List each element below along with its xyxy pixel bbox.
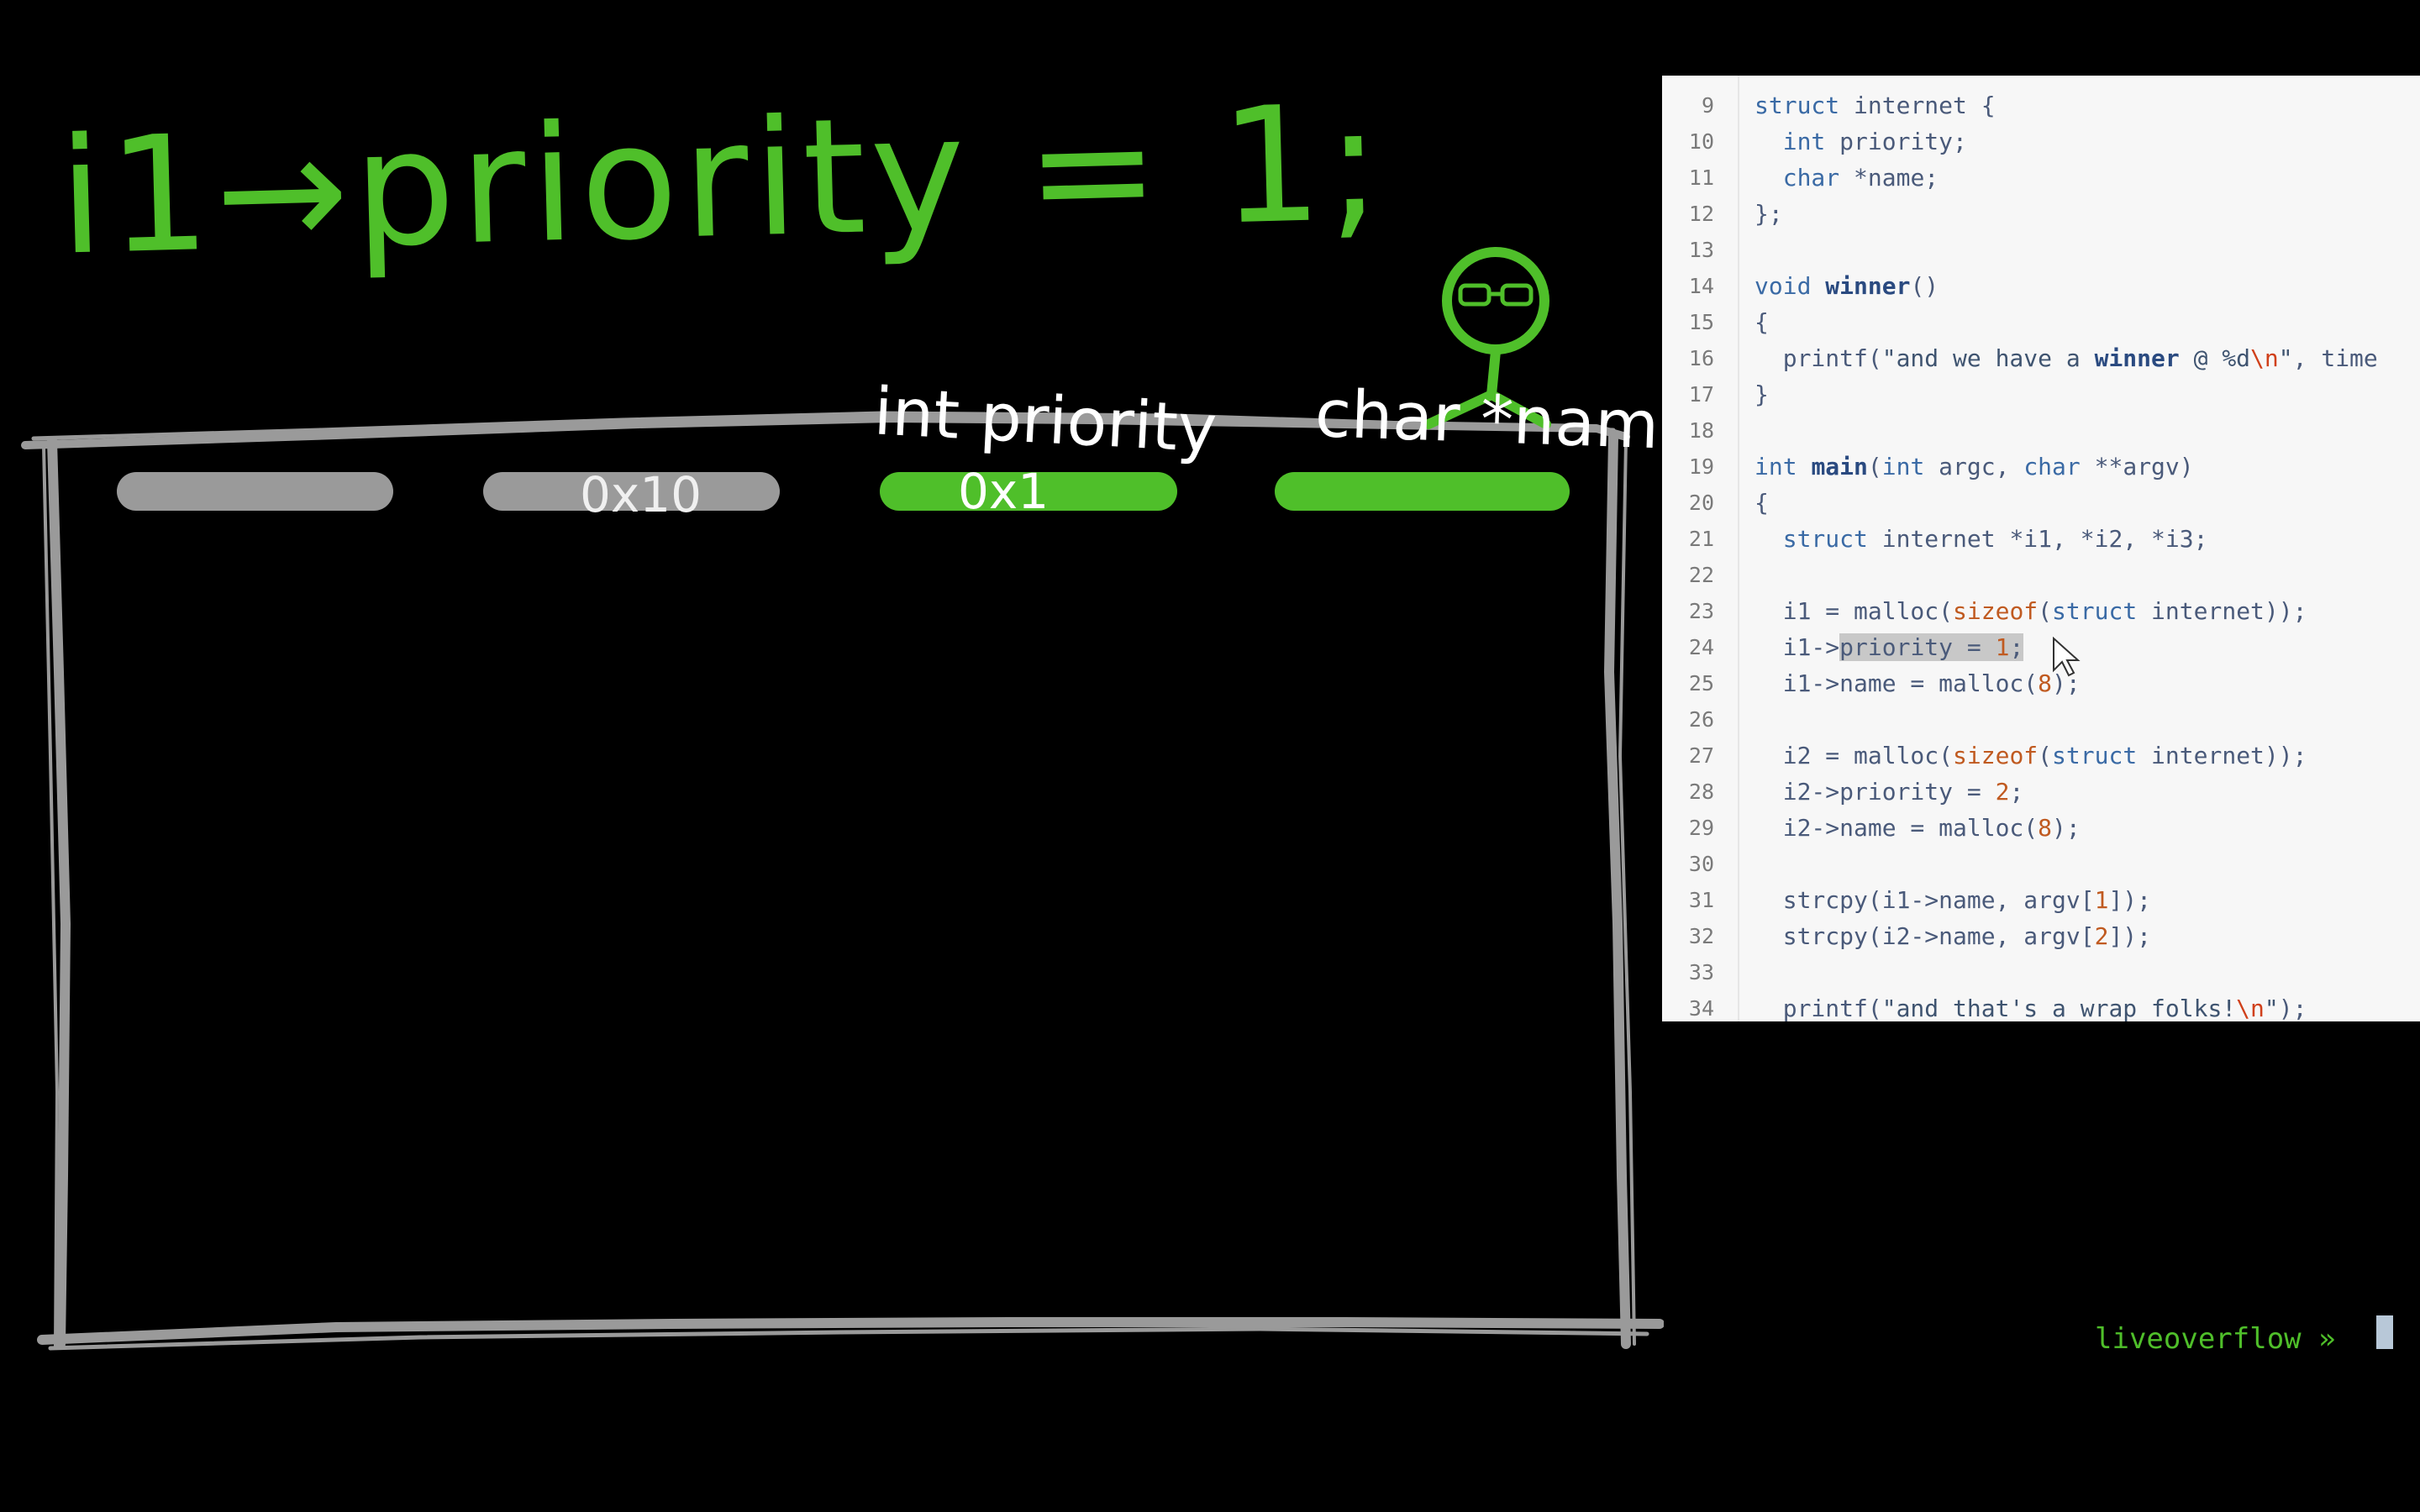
line-number: 28 — [1688, 780, 1714, 804]
code-line[interactable]: 33 — [1662, 954, 2420, 990]
code-line[interactable]: 9 struct internet { — [1662, 87, 2420, 123]
line-code: { — [1754, 489, 1769, 517]
terminal-cursor — [2376, 1315, 2393, 1349]
code-line[interactable]: 10 int priority; — [1662, 123, 2420, 160]
code-line[interactable]: 21 struct internet *i1, *i2, *i3; — [1662, 521, 2420, 557]
line-code: } — [1754, 381, 1769, 408]
code-line[interactable]: 29 i2->name = malloc(8); — [1662, 810, 2420, 846]
stick-figure-glasses — [1458, 283, 1534, 307]
line-code: strcpy(i1->name, argv[1]); — [1754, 886, 2152, 914]
code-line[interactable]: 15 { — [1662, 304, 2420, 340]
box-right-edge — [1604, 432, 1631, 1349]
code-line[interactable]: 34 printf("and that's a wrap folks!\n"); — [1662, 990, 2420, 1021]
label-char-name: char *name — [1313, 376, 1701, 465]
line-number: 19 — [1688, 454, 1714, 479]
line-number: 21 — [1688, 527, 1714, 551]
box-left-edge-2 — [42, 444, 59, 1350]
cell-1-value: 0x10 — [580, 466, 702, 523]
line-number: 32 — [1688, 924, 1714, 948]
line-code: { — [1754, 308, 1769, 336]
stick-figure — [1423, 247, 1551, 429]
code-line[interactable]: 14 void winner() — [1662, 268, 2420, 304]
code-line[interactable]: 11 char *name; — [1662, 160, 2420, 196]
code-line[interactable]: 13 — [1662, 232, 2420, 268]
line-number: 24 — [1688, 635, 1714, 659]
line-number: 14 — [1688, 274, 1714, 298]
line-number: 30 — [1688, 852, 1714, 876]
line-number: 20 — [1688, 491, 1714, 515]
line-number: 25 — [1688, 671, 1714, 696]
code-line[interactable]: 28 i2->priority = 2; — [1662, 774, 2420, 810]
line-code: struct internet *i1, *i2, *i3; — [1782, 525, 2208, 553]
line-code: }; — [1754, 200, 1783, 228]
terminal-prompt[interactable]: liveoverflow » — [2095, 1322, 2336, 1356]
line-code: printf("and we have a winner @ %d\n", ti… — [1754, 344, 2378, 372]
line-code: int priority; — [1782, 128, 1967, 155]
mouse-pointer-icon — [2053, 637, 2081, 677]
line-number: 11 — [1688, 165, 1714, 190]
line-code: i2->priority = 2; — [1754, 778, 2024, 806]
line-code: printf("and that's a wrap folks!\n"); — [1754, 995, 2307, 1021]
line-number-gutter — [1662, 76, 1739, 1021]
code-line[interactable]: 26 — [1662, 701, 2420, 738]
line-code: i2->name = malloc(8); — [1754, 814, 2081, 842]
code-line[interactable]: 23 i1 = malloc(sizeof(struct internet)); — [1662, 593, 2420, 629]
code-line[interactable]: 32 strcpy(i2->name, argv[2]); — [1662, 918, 2420, 954]
line-code: strcpy(i2->name, argv[2]); — [1754, 922, 2152, 950]
code-line[interactable]: 30 — [1662, 846, 2420, 882]
line-code: i1->name = malloc(8); — [1754, 669, 2081, 697]
line-number: 27 — [1688, 743, 1714, 768]
line-number: 29 — [1688, 816, 1714, 840]
box-right-edge-2 — [1618, 439, 1636, 1346]
line-number: 22 — [1688, 563, 1714, 587]
line-number: 17 — [1688, 382, 1714, 407]
line-number: 31 — [1688, 888, 1714, 912]
line-code: struct internet { — [1754, 92, 1996, 119]
line-number: 12 — [1688, 202, 1714, 226]
code-line[interactable]: 31 strcpy(i1->name, argv[1]); — [1662, 882, 2420, 918]
code-line[interactable]: 25 i1->name = malloc(8); — [1662, 665, 2420, 701]
code-line[interactable]: 17} — [1662, 376, 2420, 412]
memory-box-drawing — [21, 247, 1664, 1351]
sketch-canvas: i1→priority = 1; — [21, 70, 1701, 1351]
line-number: 13 — [1688, 238, 1714, 262]
line-number: 26 — [1688, 707, 1714, 732]
line-code: void winner() — [1754, 272, 1939, 300]
code-line[interactable]: 20 { — [1662, 485, 2420, 521]
line-number: 33 — [1688, 960, 1714, 984]
code-line[interactable]: 19 int main(int argc, char **argv) — [1662, 449, 2420, 485]
box-bottom-edge-2 — [48, 1326, 1649, 1351]
box-top-edge-2 — [31, 411, 1616, 441]
line-number: 15 — [1688, 310, 1714, 334]
code-line[interactable]: 16 printf("and we have a winner @ %d\n",… — [1662, 340, 2420, 376]
line-code: i2 = malloc(sizeof(struct internet)); — [1754, 742, 2307, 769]
code-line[interactable]: 24 i1->priority = 1; — [1662, 629, 2420, 665]
code-line[interactable]: 12}; — [1662, 196, 2420, 232]
line-code: i1->priority = 1; — [1754, 633, 2024, 661]
line-number: 18 — [1688, 418, 1714, 443]
code-line[interactable]: 18 — [1662, 412, 2420, 449]
line-code: int main(int argc, char **argv) — [1754, 453, 2194, 480]
line-code: char *name; — [1782, 164, 1939, 192]
code-line[interactable]: 27 i2 = malloc(sizeof(struct internet)); — [1662, 738, 2420, 774]
line-number: 16 — [1688, 346, 1714, 370]
line-code: i1 = malloc(sizeof(struct internet)); — [1754, 597, 2307, 625]
code-line[interactable]: 22 — [1662, 557, 2420, 593]
label-int-priority: int priority — [871, 374, 1219, 468]
cell-2-value: 0x1 — [958, 463, 1050, 520]
line-number: 23 — [1688, 599, 1714, 623]
box-bottom-edge — [37, 1317, 1664, 1345]
line-number: 10 — [1688, 129, 1714, 154]
box-left-edge — [47, 436, 71, 1349]
line-number: 34 — [1688, 996, 1714, 1021]
line-number: 9 — [1701, 93, 1714, 118]
